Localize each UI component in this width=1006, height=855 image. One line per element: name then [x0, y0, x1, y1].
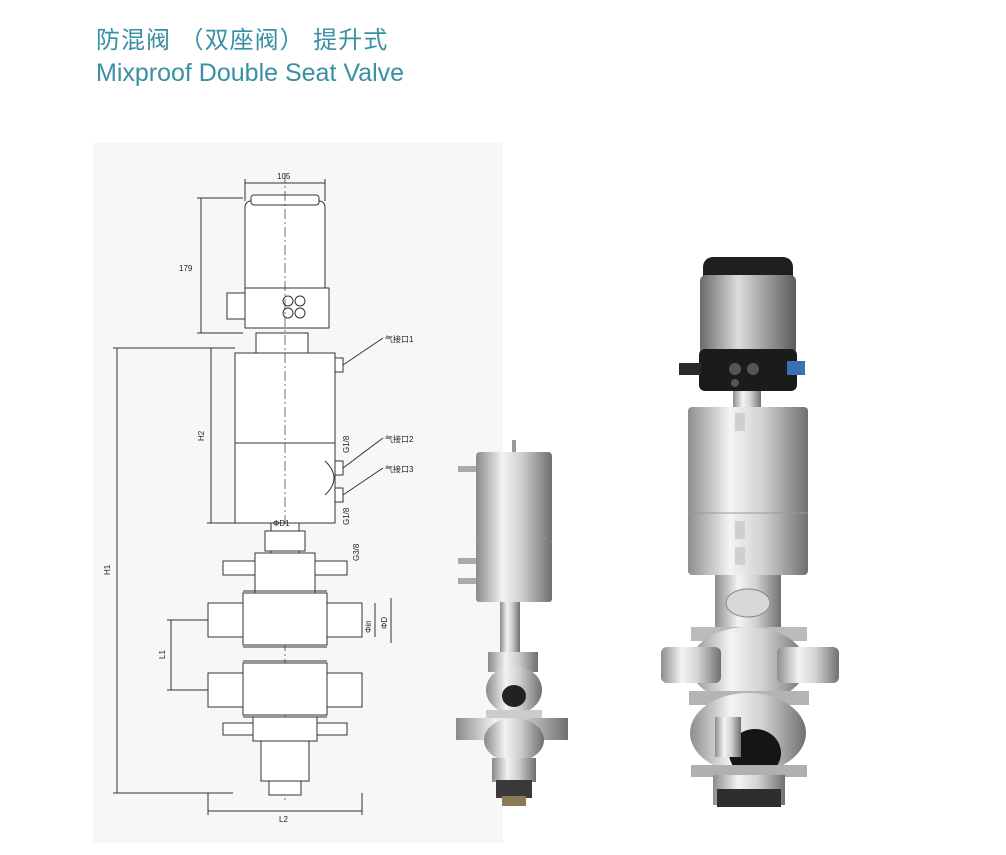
dim-dn: Φin — [364, 620, 373, 633]
technical-drawing: 105 179 气接口1 气接口2 气接口3 H2 H1 L1 L2 G1/8 … — [93, 143, 503, 843]
dim-179: 179 — [179, 264, 193, 273]
port-3-label: 气接口3 — [385, 464, 414, 474]
dim-d: ΦD — [380, 617, 389, 629]
dim-g18-top: G1/8 — [342, 435, 351, 453]
technical-drawing-svg: 105 179 气接口1 气接口2 气接口3 H2 H1 L1 L2 G1/8 … — [103, 172, 414, 824]
port-2-label: 气接口2 — [385, 434, 414, 444]
upper-body-outline — [242, 592, 328, 646]
page-title-chinese: 防混阀 （双座阀） 提升式 — [96, 26, 389, 54]
dim-d1: ΦD1 — [273, 519, 290, 528]
dim-g38: G3/8 — [352, 543, 361, 561]
dim-h1: H1 — [103, 564, 112, 575]
valve-photo-large — [661, 257, 839, 807]
valve-photo-small — [456, 440, 568, 806]
control-unit-outline — [244, 287, 330, 329]
dim-l2: L2 — [279, 815, 288, 824]
port-1-label: 气接口1 — [385, 334, 414, 344]
dim-105: 105 — [277, 172, 291, 181]
page-title-english: Mixproof Double Seat Valve — [96, 59, 405, 87]
lower-body-outline — [242, 662, 328, 716]
dim-l1: L1 — [158, 650, 167, 659]
dim-h2: H2 — [197, 430, 206, 441]
dim-g18-bottom: G1/8 — [342, 507, 351, 525]
